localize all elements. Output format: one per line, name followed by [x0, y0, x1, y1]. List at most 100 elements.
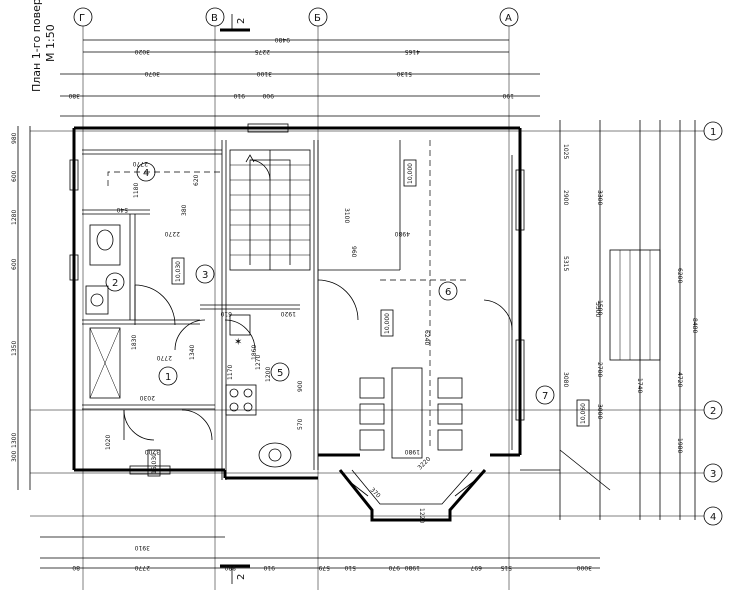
- axis-bubbles-right: 1 2 3 4: [703, 121, 723, 526]
- bottom-dimensions: 3910 2770 880 910 510 579 1980 697 515 3…: [40, 536, 600, 571]
- dim-bot-2: 2770: [135, 564, 150, 571]
- dim-top-8: 910: [233, 92, 245, 99]
- axis-v-label: В: [211, 13, 218, 24]
- dim-bot-1: 3910: [135, 544, 150, 551]
- axis-bubbles-top: Г В Б А: [73, 7, 519, 27]
- misc-dim-6: 5500: [594, 302, 601, 317]
- dashed-lines: [107, 140, 470, 450]
- dim-right-4: 2900: [562, 190, 569, 205]
- misc-dim-14: 1270: [255, 355, 262, 370]
- dim-right-1: 1025: [562, 144, 569, 159]
- misc-dim-28: 900: [297, 380, 304, 392]
- misc-dim-4: 6240: [423, 330, 430, 345]
- dim-top-6: 5130: [397, 70, 412, 77]
- misc-dim-5: 4980: [395, 230, 410, 237]
- section-mark-top: 2: [220, 14, 250, 32]
- misc-dim-22: 620: [193, 174, 200, 186]
- dim-left-2: 600: [11, 170, 18, 182]
- misc-dim-16: 1860: [251, 345, 258, 360]
- plan-scale: М 1:50: [44, 24, 57, 62]
- section-mark-bottom-label: 2: [236, 574, 247, 580]
- misc-dim-24: 540: [116, 206, 128, 213]
- misc-dim-3: 1830: [131, 335, 138, 350]
- misc-dim-12: 1980: [405, 448, 420, 455]
- dim-right-6: 1500: [596, 300, 603, 315]
- entrance-diagonal: [520, 449, 611, 491]
- fixture-star-icon: ✶: [234, 337, 242, 348]
- dim-right-10: 4720: [676, 372, 683, 387]
- dim-left-4: 600: [11, 258, 18, 270]
- area-tag-5: 15,030: [151, 453, 158, 474]
- windows: [69, 123, 525, 475]
- room-6-label: 6: [445, 287, 451, 298]
- misc-dim-20: 1020: [105, 435, 112, 450]
- room-2-label: 2: [112, 278, 118, 289]
- misc-dim-8: 3100: [343, 208, 350, 223]
- axis-3-label: 3: [710, 469, 716, 480]
- dim-bot-3: 880: [224, 564, 236, 571]
- dim-bot-6: 579: [318, 564, 330, 571]
- area-tag-4: 10,060: [580, 403, 587, 424]
- axis-g-label: Г: [79, 13, 85, 24]
- dim-top-2: 2275: [255, 48, 270, 55]
- dim-right-9: 6200: [676, 268, 683, 283]
- dim-overall-top: 9480: [275, 36, 290, 43]
- room-4-label: 4: [143, 168, 149, 179]
- misc-dim-19: 2030: [140, 394, 155, 401]
- door-swings: [123, 159, 513, 441]
- section-mark-bottom: 2: [220, 564, 250, 584]
- misc-dim-27: 370: [369, 486, 382, 499]
- exterior-steps: [609, 249, 661, 361]
- dim-bot-10: 3000: [577, 564, 592, 571]
- misc-dim-9: 960: [350, 246, 357, 258]
- dim-left-3: 1280: [11, 210, 18, 225]
- misc-dim-23: 380: [181, 204, 188, 216]
- dim-top-3: 4165: [405, 48, 420, 55]
- area-tag-1: 10,000: [407, 163, 414, 184]
- misc-dim-15: 1170: [227, 365, 234, 380]
- dim-bot-11: 80: [72, 564, 80, 571]
- dim-top-1: 3020: [135, 48, 150, 55]
- right-dimensions: 1025 3300 5315 2900 3080 1500 3000 8480 …: [559, 120, 698, 520]
- room-1-label: 1: [165, 372, 171, 383]
- dim-right-7: 3000: [596, 404, 603, 419]
- dim-right-3: 5315: [562, 256, 569, 271]
- axis-lines: [30, 26, 704, 590]
- room-labels: 1 2 3 4 5 6 7: [105, 162, 555, 405]
- bay-window: [338, 469, 487, 522]
- dim-right-2: 3300: [596, 190, 603, 205]
- dim-right-5: 3080: [562, 372, 569, 387]
- axis-1-label: 1: [710, 127, 716, 138]
- misc-dim-18: 1920: [281, 310, 296, 317]
- left-dimensions: 980 600 1280 600 1350 1300 300: [11, 126, 31, 490]
- section-mark-top-label: 2: [236, 18, 247, 24]
- dim-left-7: 300: [11, 450, 18, 462]
- misc-dim-17: 610: [220, 310, 232, 317]
- misc-dim-26: 1220: [418, 508, 425, 523]
- dim-bot-4: 910: [263, 564, 275, 571]
- dim-top-5: 3100: [257, 70, 272, 77]
- misc-dim-1: 2770: [133, 160, 148, 167]
- plan-title: План 1-го поверх: [30, 0, 43, 92]
- room-3-label: 3: [202, 270, 208, 281]
- dim-right-8: 8480: [691, 318, 698, 333]
- axis-4-label: 4: [710, 512, 716, 523]
- misc-dim-21: 1180: [133, 183, 140, 198]
- misc-dim-11: 3200: [145, 448, 160, 455]
- area-tag-3: 10,000: [384, 313, 391, 334]
- dim-bot-7: 1980: [405, 564, 420, 571]
- room-7-label: 7: [542, 391, 548, 402]
- dim-top-10: 190: [502, 92, 514, 99]
- dim-bot-5: 510: [344, 564, 356, 571]
- dim-left-6: 1300: [11, 433, 18, 448]
- misc-dim-30: 2770: [157, 354, 172, 361]
- fixtures: ✶: [85, 224, 463, 468]
- area-tags: 10,000 10,030 10,000 10,060 15,030: [147, 159, 590, 477]
- dim-right-12: 1740: [636, 378, 643, 393]
- misc-dim-29: 570: [297, 418, 304, 430]
- dim-bot-8: 697: [470, 564, 482, 571]
- dim-left-1: 980: [11, 132, 18, 144]
- misc-dim-10: 1200: [265, 367, 272, 382]
- axis-b-label: Б: [314, 13, 321, 24]
- misc-dim-2: 2270: [165, 230, 180, 237]
